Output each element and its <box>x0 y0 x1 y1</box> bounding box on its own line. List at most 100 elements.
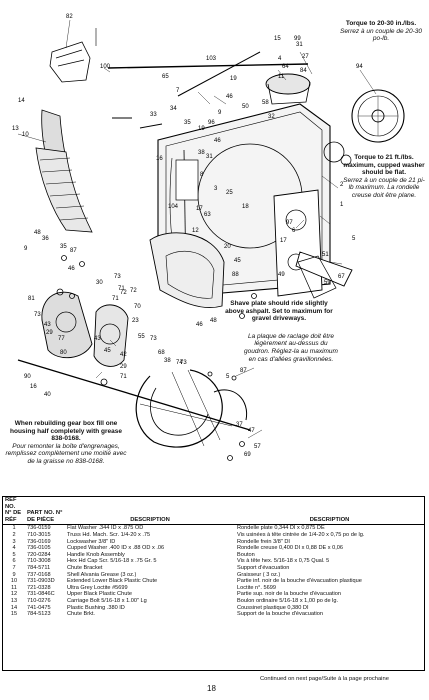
ref-cell: 5 <box>12 551 16 558</box>
ref-label: 72 <box>120 290 127 296</box>
continued-note: Continued on next page/Suite à la page p… <box>260 676 389 682</box>
ref-label: 73 <box>150 336 157 342</box>
ref-label: 55 <box>138 334 145 340</box>
header-part: PART NO. N° DE PIÈCE <box>25 497 65 526</box>
ref-label: 30 <box>96 280 103 286</box>
ref-label: 46 <box>226 94 233 100</box>
ref-label: 17 <box>196 206 203 212</box>
chute-deflector <box>49 41 91 83</box>
ref-label: 38 <box>198 150 205 156</box>
ref-label: 29 <box>120 364 127 370</box>
ref-cell: 2 <box>12 531 16 538</box>
ref-label: 38 <box>164 358 171 364</box>
auger-shaft <box>17 359 251 431</box>
description-en-cell: Lockwasher 3/8" ID <box>67 538 116 545</box>
ref-label: 11 <box>278 74 285 80</box>
shave-plate-callout: Shave plate should ride slightly above a… <box>220 300 338 363</box>
header-desc-en: DESCRIPTION <box>65 497 235 526</box>
ref-label: 73 <box>114 274 121 280</box>
ref-label: 67 <box>338 274 345 280</box>
ref-label: 74 <box>176 360 183 366</box>
ref-label: 10 <box>22 132 29 138</box>
ref-label: 34 <box>170 106 177 112</box>
shave-plate <box>295 251 353 287</box>
reference-labels: 8294131001037141065464641119505832273199… <box>12 14 363 458</box>
gear-box-fr: Pour remonter la boîte d'engrenages, rem… <box>5 442 127 465</box>
ref-label: 15 <box>274 36 281 42</box>
ref-label: 103 <box>206 56 217 62</box>
ref-label: 14 <box>18 98 25 104</box>
description-fr-cell: Coussinet plastique 0,380 DI <box>237 604 309 611</box>
description-fr-cell: Support d'évacuation <box>237 564 290 571</box>
ref-label: 5 <box>226 374 230 380</box>
part-number-cell: 736-0105 <box>27 545 51 552</box>
description-fr-cell: Vis usinées à tête cintrée de 1/4-20 x 0… <box>237 531 365 538</box>
ref-label: 43 <box>44 322 51 328</box>
ref-cell: 9 <box>12 571 16 578</box>
torque-top-callout: Torque to 20-30 in./lbs. Serrez à un cou… <box>336 20 426 43</box>
ref-label: 32 <box>268 114 275 120</box>
ref-label: 40 <box>44 392 51 398</box>
ref-cell: 7 <box>12 564 16 571</box>
ref-label: 68 <box>158 350 165 356</box>
ref-label: 71 <box>118 286 125 292</box>
ref-label: 19 <box>198 126 205 132</box>
ref-label: 73 <box>34 312 41 318</box>
ref-cell: 1 <box>12 525 16 532</box>
ref-label: 2 <box>340 182 344 188</box>
header-desc-fr: DESCRIPTION <box>235 497 424 526</box>
ref-cell: 11 <box>11 584 17 591</box>
ref-label: 99 <box>294 36 301 42</box>
chute-base-ring <box>265 73 311 95</box>
ref-cell: 4 <box>12 545 16 552</box>
description-fr-cell: Rondelle creuse 0,400 DI x 0,88 DE x 0,0… <box>237 545 344 552</box>
gear-box-en: When rebuilding gear box fill one housin… <box>10 420 122 443</box>
shave-plate-fr: La plaque de raclage doit être légèremen… <box>244 332 338 363</box>
part-number-cell: 721-0328 <box>27 584 51 591</box>
description-fr-cell: Partie sup. noir de la bouche d'évacuati… <box>237 591 342 598</box>
description-en-cell: Hex Hd Cap Scr. 5/16-18 x .75 Gr. 5 <box>67 558 157 565</box>
ref-label: 46 <box>68 266 75 272</box>
ref-label: 18 <box>242 204 249 210</box>
ref-label: 72 <box>130 288 137 294</box>
table-row: 4 736-0105 Cupped Washer .400 ID x .88 OD … <box>3 545 424 552</box>
ref-label: 71 <box>112 296 119 302</box>
ref-label: 100 <box>100 64 111 70</box>
ref-label: 81 <box>28 296 35 302</box>
part-number-cell: 720-0284 <box>27 551 51 558</box>
description-en-cell: Chute Brkt. <box>67 611 95 618</box>
description-en-cell: Truss Hd. Mach. Scr. 1/4-20 x .75 <box>67 531 151 538</box>
ref-label: 12 <box>192 228 199 234</box>
ref-cell: 12 <box>10 591 18 598</box>
ref-label: 47 <box>248 428 255 434</box>
description-fr-cell: Partie inf. noir de la bouche d'évacuati… <box>237 578 362 585</box>
description-en-cell: Cupped Washer .400 ID x .88 OD x .06 <box>67 545 165 552</box>
torque-top-fr: Serrez à un couple de 20-30 po-lb. <box>339 27 423 43</box>
lower-chute <box>35 147 93 233</box>
ref-label: 43 <box>94 336 101 342</box>
ref-label: 63 <box>204 212 211 218</box>
ref-label: 73 <box>180 360 187 366</box>
ref-label: 77 <box>58 336 65 342</box>
description-fr-cell: Rondelle plate 0,344 DI x 0,875 DE <box>237 525 325 532</box>
chute-crank-rod <box>107 63 309 69</box>
ref-label: 87 <box>70 248 77 254</box>
torque-right-fr: Serrez à un couple de 21 pi-lb maximum. … <box>343 176 425 199</box>
ref-label: 16 <box>156 156 163 162</box>
ref-label: 29 <box>46 330 53 336</box>
description-en-cell: Shell Alvania Grease (3 oz.) <box>67 571 137 578</box>
description-en-cell: Extended Lower Black Plastic Chute <box>67 578 158 585</box>
ref-label: 104 <box>168 204 179 210</box>
gear-box-callout: When rebuilding gear box fill one housin… <box>4 420 128 466</box>
page-number: 18 <box>207 684 216 693</box>
description-fr-cell: Support de la bouche d'évacuation <box>237 611 323 618</box>
description-fr-cell: Loctite n°. 5699 <box>237 584 276 591</box>
description-fr-cell: Boulon ordinaire 5/16-18 x 1,00 po de lg… <box>237 597 339 604</box>
